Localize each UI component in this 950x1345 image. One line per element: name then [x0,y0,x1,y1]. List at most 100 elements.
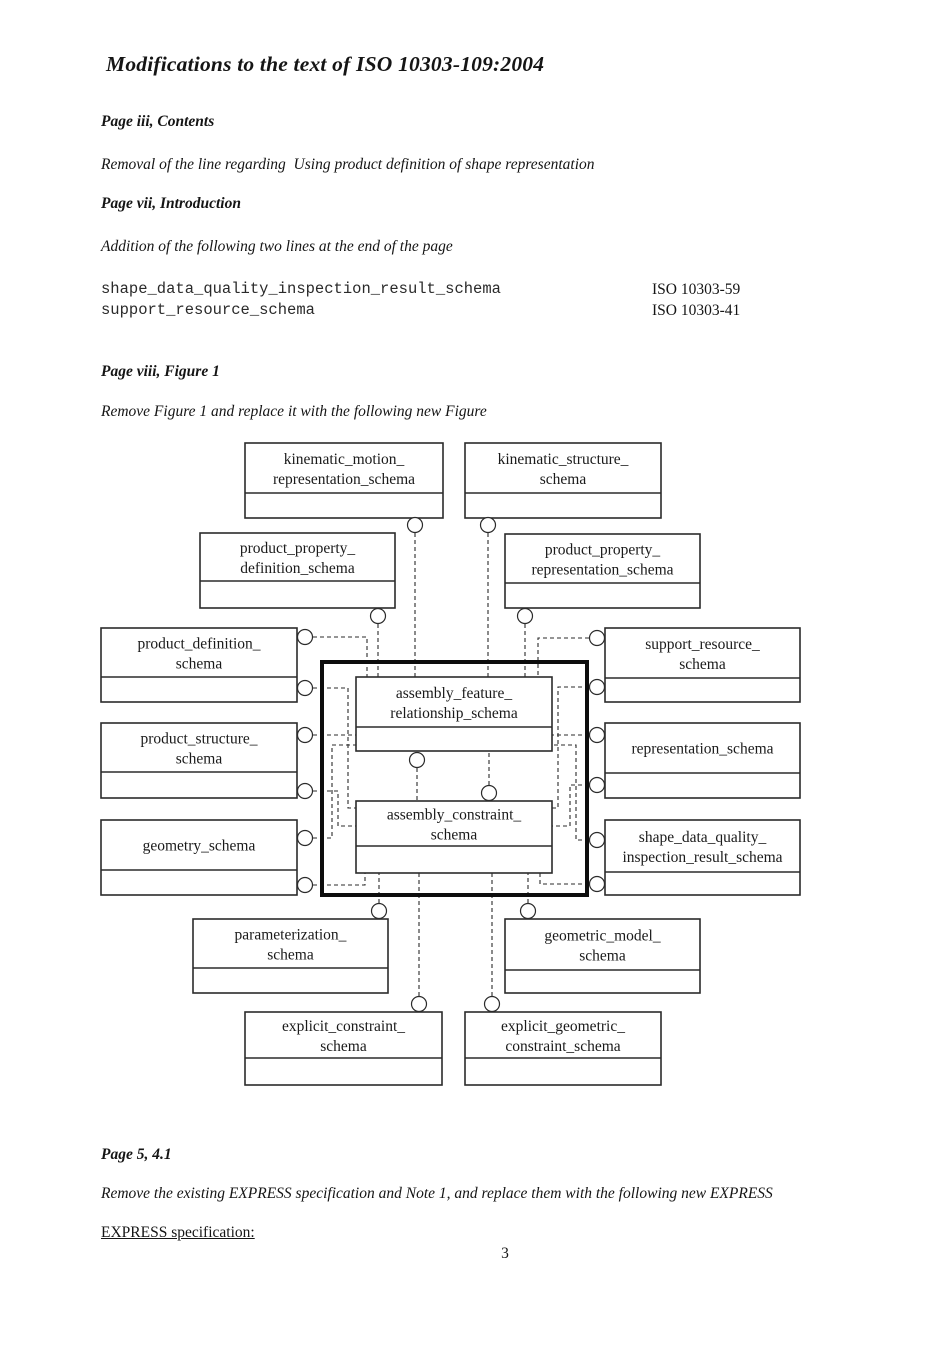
support-resource-schema-label-line-1: support_resource_ [645,636,760,653]
schema-box-explicit-constraint-schema: explicit_constraint_schema [244,1011,443,1086]
product-structure-port-1-circle-icon [296,726,314,744]
explicit-constraint-schema-outline [244,1011,443,1086]
product-definition-port-2-circle-icon [296,679,314,697]
connector-shape-data-quality-port-1 [552,744,589,841]
express-specification-label: EXPRESS specification: [101,1224,255,1241]
assembly-feature-relationship-schema-outline [355,676,553,752]
connector-shape-data-quality-port-2 [539,873,589,885]
product-property-definition-schema-label-line-2: definition_schema [240,560,355,577]
product-property-representation-port-circle-icon [516,607,534,625]
assembly-feature-relationship-schema-label-line-1: assembly_feature_ [396,685,512,702]
explicit-geometric-constraint-port-circle-icon [483,995,501,1013]
schema-box-kinematic-structure-schema: kinematic_structure_schema [464,442,662,519]
explicit-constraint-schema-label-line-2: schema [320,1038,367,1055]
support-resource-port-1-circle-icon [588,629,606,647]
iso-part-number-2: ISO 10303-41 [652,302,741,319]
schema-box-geometric-model-schema: geometric_model_schema [504,918,701,994]
schema-box-assembly-feature-relationship-schema: assembly_feature_ relationship_schema [355,676,553,752]
support-resource-port-2-circle-icon [588,678,606,696]
schema-box-geometry-schema: geometry_schema [100,819,298,896]
explicit-geometric-constraint-schema-label-line-2: constraint_schema [505,1038,620,1055]
product-definition-port-1-circle-icon [296,628,314,646]
product-definition-schema-outline [100,627,298,703]
shape-data-quality-inspection-result-schema-label-line-2: inspection_result_schema [622,849,782,866]
heading-page-viii-figure-1: Page viii, Figure 1 [101,363,220,380]
product-structure-port-2-circle-icon [296,782,314,800]
assembly-constraint-schema-label-line-2: schema [431,827,478,844]
parameterization-schema-outline [192,918,389,994]
geometric-model-port-circle-icon [519,902,537,920]
geometry-port-1-circle-icon [296,829,314,847]
assembly-constraint-schema-label-line-1: assembly_constraint_ [387,807,522,824]
explicit-constraint-schema-label-line-1: explicit_constraint_ [282,1018,405,1035]
para-removal-line: Removal of the line regarding Using prod… [101,156,595,173]
schema-box-assembly-constraint-schema: assembly_constraint_schema [355,800,553,874]
kinematic-motion-representation-schema-label-line-2: representation_schema [273,471,415,488]
document-title: Modifications to the text of ISO 10303-1… [106,52,545,76]
schema-box-shape-data-quality-inspection-result-schema: shape_data_quality_ inspection_result_sch… [604,819,801,896]
product-property-representation-schema-outline [504,533,701,609]
kinematic-structure-schema-label-line-2: schema [540,471,587,488]
page-number: 3 [501,1245,509,1262]
schema-box-product-structure-schema: product_structure_schema [100,722,298,799]
connector-product-structure-port-2 [313,790,356,827]
schema-name-2: support_resource_schema [101,301,315,319]
kinematic-motion-representation-schema-outline [244,442,444,519]
para-remove-figure: Remove Figure 1 and replace it with the … [101,403,487,420]
shape-data-quality-inspection-result-schema-outline [604,819,801,896]
assembly-feature-port-circle-icon [408,751,426,769]
shape-data-quality-port-1-circle-icon [588,831,606,849]
schema-reference-row-2: support_resource_schema ISO 10303-41 [101,301,811,322]
product-structure-schema-outline [100,722,298,799]
product-property-definition-schema-label-line-1: product_property_ [240,540,356,557]
schema-box-explicit-geometric-constraint-schema: explicit_geometric_constraint_schema [464,1011,662,1086]
geometry-schema-outline [100,819,298,896]
geometry-port-2-circle-icon [296,876,314,894]
shape-data-quality-port-2-circle-icon [588,875,606,893]
assembly-feature-relationship-schema-label-line-2: relationship_schema [390,705,518,722]
schema-reference-list: shape_data_quality_inspection_result_sch… [101,280,811,322]
heading-page-iii-contents: Page iii, Contents [101,113,215,130]
para-remove-express: Remove the existing EXPRESS specificatio… [101,1185,773,1202]
connector-support-resource-port-2 [552,686,589,809]
representation-schema-label: representation_schema [631,741,773,758]
support-resource-schema-label-line-2: schema [679,656,726,673]
representation-port-1-circle-icon [588,726,606,744]
kinematic-structure-port-circle-icon [479,516,497,534]
product-property-definition-port-circle-icon [369,607,387,625]
schema-box-representation-schema: representation_schema [604,722,801,799]
support-resource-schema-outline [604,627,801,703]
assembly-module-container-box [320,660,589,897]
geometric-model-schema-label-line-2: schema [579,948,626,965]
iso-part-number-1: ISO 10303-59 [652,281,741,298]
kinematic-motion-port-circle-icon [406,516,424,534]
schema-box-product-property-representation-schema: product_property_representation_schema [504,533,701,609]
shape-data-quality-inspection-result-schema-label-line-1: shape_data_quality_ [639,829,767,846]
schema-box-product-property-definition-schema: product_property_ definition_schema [199,532,396,609]
geometric-model-schema-outline [504,918,701,994]
schema-box-support-resource-schema: support_resource_schema [604,627,801,703]
connector-product-definition-port-2 [313,687,356,809]
kinematic-structure-schema-label-line-1: kinematic_structure_ [498,451,629,468]
parameterization-schema-label-line-1: parameterization_ [235,927,347,944]
product-definition-schema-label-line-1: product_definition_ [137,636,260,653]
para-addition-lines: Addition of the following two lines at t… [101,238,453,255]
connector-geometry-port-2 [313,873,366,886]
figure-1-schema-diagram: kinematic_motion_ representation_schema ki… [100,442,801,1086]
explicit-geometric-constraint-schema-outline [464,1011,662,1086]
product-structure-schema-label-line-2: schema [176,751,223,768]
product-structure-schema-label-line-1: product_structure_ [140,731,257,748]
schema-box-parameterization-schema: parameterization_schema [192,918,389,994]
product-property-representation-schema-label-line-1: product_property_ [545,542,661,559]
parameterization-schema-label-line-2: schema [267,947,314,964]
product-property-definition-schema-outline [199,532,396,609]
heading-page-5: Page 5, 4.1 [101,1146,172,1163]
schema-name-1: shape_data_quality_inspection_result_sch… [101,280,501,298]
explicit-constraint-port-circle-icon [410,995,428,1013]
representation-port-2-circle-icon [588,776,606,794]
heading-page-vii-introduction: Page vii, Introduction [101,195,241,212]
kinematic-motion-representation-schema-label-line-1: kinematic_motion_ [284,451,405,468]
representation-schema-outline [604,722,801,799]
geometric-model-schema-label-line-1: geometric_model_ [544,928,660,945]
